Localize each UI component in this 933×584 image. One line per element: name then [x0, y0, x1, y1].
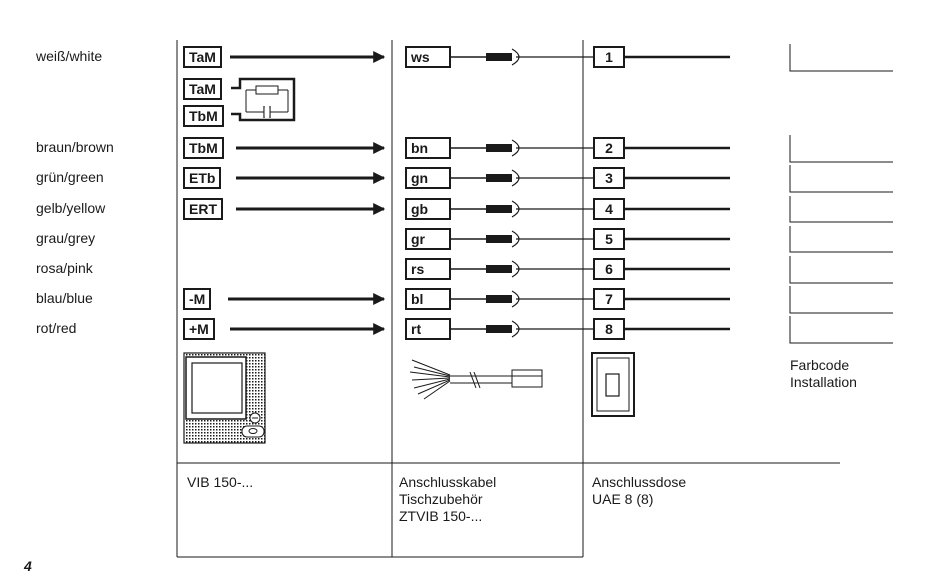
caption-socket-line-1: Anschlussdose — [592, 474, 687, 490]
caption-cable-line-2: Tischzubehör — [399, 491, 483, 507]
cable-code-ws: ws — [405, 46, 451, 68]
wall-socket-illustration — [591, 352, 635, 417]
cable-wire-8 — [451, 320, 730, 338]
cable-code-rs: rs — [405, 258, 451, 280]
farbcode-label: Farbcode Installation — [790, 357, 857, 391]
cable-wire-6 — [451, 260, 730, 278]
terminal-tam: TaM — [183, 46, 222, 68]
cable-code-gn: gn — [405, 167, 451, 189]
cable-wire-5 — [451, 230, 730, 248]
caption-cable: Anschlusskabel Tischzubehör ZTVIB 150-..… — [399, 474, 496, 525]
color-label-yellow: gelb/yellow — [36, 200, 106, 216]
cable-plug-illustration — [409, 359, 543, 400]
color-label-red: rot/red — [36, 320, 77, 336]
farbcode-line-1: Farbcode — [790, 357, 850, 373]
intercom-device-illustration — [183, 352, 266, 444]
terminal-ert: ERT — [183, 198, 223, 220]
page-number: 4 — [24, 558, 32, 574]
socket-pin-3: 3 — [593, 167, 625, 189]
terminal-minus-m: -M — [183, 288, 212, 310]
socket-pin-8: 8 — [593, 318, 625, 340]
caption-device: VIB 150-... — [187, 474, 253, 491]
farbcode-line-2: Installation — [790, 374, 857, 390]
cable-code-bl: bl — [405, 288, 451, 310]
cable-code-bn: bn — [405, 137, 451, 159]
socket-pin-2: 2 — [593, 137, 625, 159]
terminal-tbm: TbM — [183, 137, 224, 159]
caption-cable-line-1: Anschlusskabel — [399, 474, 497, 490]
cable-code-gb: gb — [405, 198, 451, 220]
cable-code-gr: gr — [405, 228, 451, 250]
color-label-grey: grau/grey — [36, 230, 96, 246]
color-label-pink: rosa/pink — [36, 260, 93, 276]
cable-wire-3 — [451, 169, 730, 187]
socket-pin-7: 7 — [593, 288, 625, 310]
caption-cable-line-3: ZTVIB 150-... — [399, 508, 483, 524]
socket-pin-1: 1 — [593, 46, 625, 68]
socket-pin-6: 6 — [593, 258, 625, 280]
caption-socket-line-2: UAE 8 (8) — [592, 491, 654, 507]
socket-pin-5: 5 — [593, 228, 625, 250]
terminal-plus-m: +M — [183, 318, 215, 340]
color-label-blue: blau/blue — [36, 290, 93, 306]
socket-pin-4: 4 — [593, 198, 625, 220]
color-label-brown: braun/brown — [36, 139, 114, 155]
caption-device-line-1: VIB 150-... — [187, 474, 254, 490]
device-wires — [228, 51, 386, 335]
terminal-etb: ETb — [183, 167, 222, 189]
terminal-tbm-rc: TbM — [183, 105, 224, 127]
cable-wire-1 — [451, 48, 730, 66]
cable-wire-7 — [451, 290, 730, 308]
cable-wires — [451, 48, 730, 338]
color-label-green: grün/green — [36, 169, 104, 185]
cable-wire-4 — [451, 200, 730, 218]
color-label-white: weiß/white — [36, 48, 103, 64]
terminal-tam-rc: TaM — [183, 78, 222, 100]
cable-code-rt: rt — [405, 318, 451, 340]
cable-wire-2 — [451, 139, 730, 157]
installation-blanks — [789, 44, 893, 344]
rc-network — [231, 77, 296, 122]
caption-socket: Anschlussdose UAE 8 (8) — [592, 474, 686, 508]
